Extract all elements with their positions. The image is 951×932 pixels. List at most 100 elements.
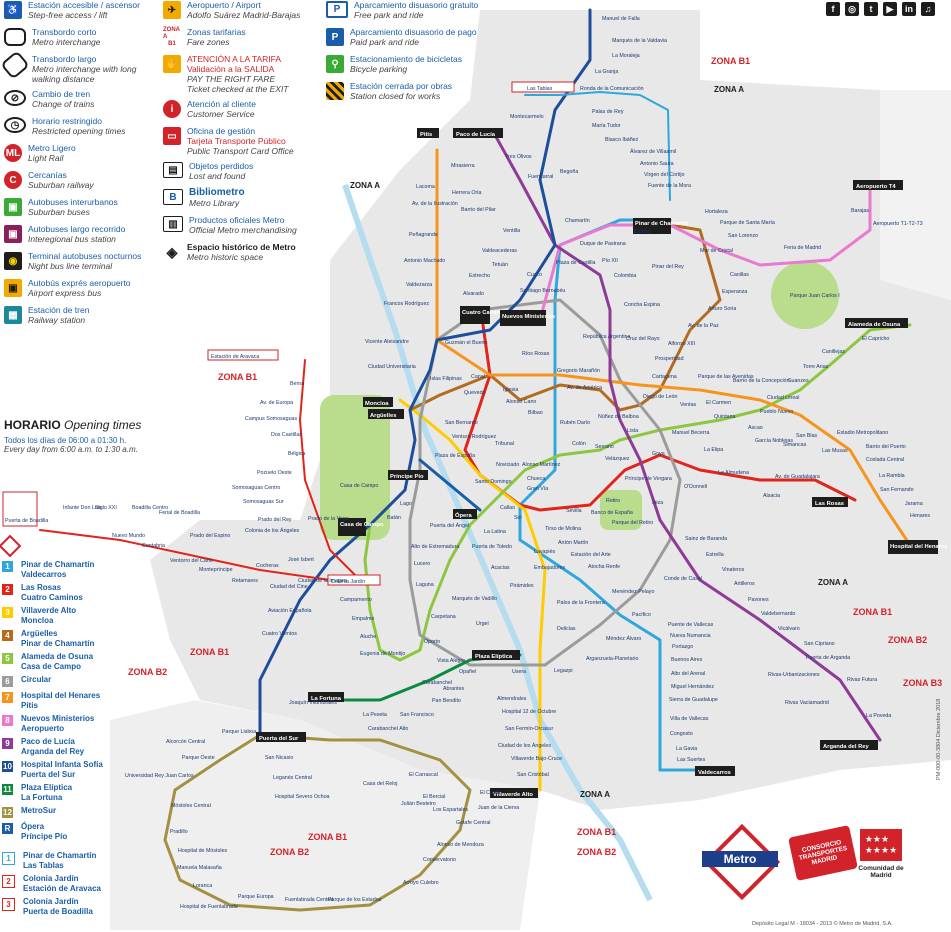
station-label[interactable]: Puerta de Arganda <box>806 655 850 661</box>
station-label[interactable]: Vicente Aleixandre <box>365 339 409 345</box>
station-label[interactable]: Legazpi <box>554 668 573 674</box>
station-label[interactable]: Peñagrande <box>409 232 438 238</box>
station-label[interactable]: Los Espartales <box>433 807 468 813</box>
station-label[interactable]: Prado del Rey <box>258 517 292 523</box>
station-label[interactable]: Valdezarza <box>406 282 432 288</box>
station-label[interactable]: Arganzuela-Planetario <box>586 656 638 662</box>
station-label[interactable]: Banco de España <box>591 510 633 516</box>
station-label[interactable]: Leganés Central <box>273 775 312 781</box>
station-label[interactable]: Estrecho <box>469 273 490 279</box>
station-label[interactable]: El Bercial <box>423 794 445 800</box>
station-label[interactable]: Prado del Espino <box>190 533 230 539</box>
station-label[interactable]: Bélgica <box>288 451 305 457</box>
station-label[interactable]: Coslada Central <box>866 457 904 463</box>
station-label[interactable]: Estación del Arte <box>571 552 611 558</box>
station-label[interactable]: Opañel <box>459 669 476 675</box>
station-label[interactable]: Pan Bendito <box>432 698 461 704</box>
station-label[interactable]: Rivas Vaciamadrid <box>785 700 829 706</box>
station-label[interactable]: Alonso Martínez <box>522 462 561 468</box>
station-label[interactable]: Hortaleza <box>705 209 728 215</box>
station-label[interactable]: Oporto <box>424 639 440 645</box>
station-label[interactable]: Somosaguas Sur <box>243 499 284 505</box>
station-label[interactable]: Laguna <box>416 582 434 588</box>
station-label[interactable]: Tirso de Molina <box>545 526 581 532</box>
station-label[interactable]: Iglesia <box>503 387 518 393</box>
station-label[interactable]: Parque Oeste <box>182 755 215 761</box>
station-label[interactable]: Alvarado <box>463 291 484 297</box>
station-label[interactable]: Méndez Álvaro <box>606 635 641 642</box>
terminal-estacion-aravaca[interactable]: Estación de Aravaca <box>211 354 259 360</box>
station-label[interactable]: Torre Arias <box>803 364 829 370</box>
terminal-arganda-del-rey[interactable]: Arganda del Rey <box>823 744 870 750</box>
station-label[interactable]: Blasco Ibáñez <box>605 137 639 143</box>
station-label[interactable]: Sol <box>514 515 522 521</box>
station-label[interactable]: Sierra de Guadalupe <box>669 697 718 703</box>
terminal-moncloa[interactable]: Moncloa <box>365 401 389 407</box>
instagram-icon[interactable]: ◎ <box>845 2 859 16</box>
station-label[interactable]: Lago <box>400 501 412 507</box>
station-label[interactable]: Parque Lisboa <box>222 729 256 735</box>
station-label[interactable]: Pacífico <box>632 612 651 618</box>
station-label[interactable]: Cartagena <box>652 374 677 380</box>
station-label[interactable]: Las Musas <box>822 448 848 454</box>
station-label[interactable]: La Moraleja <box>612 53 640 59</box>
station-label[interactable]: La Almudena <box>718 470 749 476</box>
station-label[interactable]: Nuevo Mundo <box>112 533 145 539</box>
station-label[interactable]: La Latina <box>484 529 506 535</box>
station-label[interactable]: Parque Europa <box>238 894 274 900</box>
station-label[interactable]: Vista Alegre <box>437 658 465 664</box>
station-label[interactable]: Embajadores <box>534 565 566 571</box>
station-label[interactable]: Ascao <box>748 425 763 431</box>
station-label[interactable]: Valdeacederas <box>482 248 517 254</box>
station-label[interactable]: La Granja <box>595 69 618 75</box>
station-label[interactable]: Las Suertes <box>677 757 706 763</box>
station-label[interactable]: Urgel <box>476 621 489 627</box>
station-label[interactable]: Marqués de la Valdavia <box>612 38 667 44</box>
station-label[interactable]: Artilleros <box>734 581 755 587</box>
station-label[interactable]: Simancas <box>783 442 807 448</box>
station-label[interactable]: Cuatro Vientos <box>262 631 297 637</box>
station-label[interactable]: Av. de la Ilustración <box>412 201 458 207</box>
station-label[interactable]: San Cipriano <box>804 641 835 647</box>
terminal-nuevos-ministerios[interactable]: Nuevos Ministerios <box>502 314 555 320</box>
station-label[interactable]: Jarama <box>905 501 923 507</box>
station-label[interactable]: Atocha Renfe <box>588 564 620 570</box>
station-label[interactable]: Ventorro del Cano <box>170 558 213 564</box>
station-label[interactable]: El Casar <box>480 790 501 796</box>
station-label[interactable]: Villa de Vallecas <box>670 716 709 722</box>
station-label[interactable]: Sevilla <box>566 508 582 514</box>
station-label[interactable]: Villaverde Bajo-Cruce <box>511 756 562 762</box>
station-label[interactable]: José Isbert <box>288 557 314 563</box>
station-label[interactable]: Joaquín Vilumbrales <box>289 700 337 706</box>
terminal-colonia-jardin[interactable]: Colonia Jardín <box>331 579 365 585</box>
station-label[interactable]: Ventas <box>680 402 697 408</box>
station-label[interactable]: O'Donnell <box>684 484 707 490</box>
station-label[interactable]: República Argentina <box>583 334 630 340</box>
terminal-principe-pio[interactable]: Príncipe Pío <box>390 474 424 480</box>
station-label[interactable]: Conde de Casal <box>664 576 702 582</box>
station-label[interactable]: Conservatorio <box>423 857 456 863</box>
station-label[interactable]: Antonio Saura <box>640 161 674 167</box>
youtube-icon[interactable]: ▶ <box>883 2 897 16</box>
station-label[interactable]: Av. de Europa <box>260 400 293 406</box>
station-label[interactable]: Noviciado <box>496 462 519 468</box>
station-label[interactable]: Vinateros <box>722 567 745 573</box>
station-label[interactable]: Sainz de Baranda <box>685 536 727 542</box>
station-label[interactable]: San Blas <box>796 433 818 439</box>
station-label[interactable]: Juan de la Cierva <box>478 805 519 811</box>
station-label[interactable]: Chamartín <box>565 218 590 224</box>
station-label[interactable]: San Lorenzo <box>728 233 758 239</box>
terminal-cuatro-caminos[interactable]: Cuatro Caminos <box>462 310 507 316</box>
station-label[interactable]: Alto de Extremadura <box>411 544 459 550</box>
station-label[interactable]: María Tudor <box>592 123 621 129</box>
station-label[interactable]: Plaza de España <box>435 453 475 459</box>
station-label[interactable]: Francos Rodríguez <box>384 301 429 307</box>
station-label[interactable]: Cuzco <box>527 272 542 278</box>
station-label[interactable]: Canillas <box>730 272 749 278</box>
station-label[interactable]: La Peseta <box>363 712 387 718</box>
station-label[interactable]: Retiro <box>606 498 620 504</box>
station-label[interactable]: Menéndez Pelayo <box>612 589 654 595</box>
station-label[interactable]: El Carrascal <box>409 772 438 778</box>
station-label[interactable]: Plaza de Castilla <box>556 260 596 266</box>
station-label[interactable]: Aviación Española <box>268 608 312 614</box>
